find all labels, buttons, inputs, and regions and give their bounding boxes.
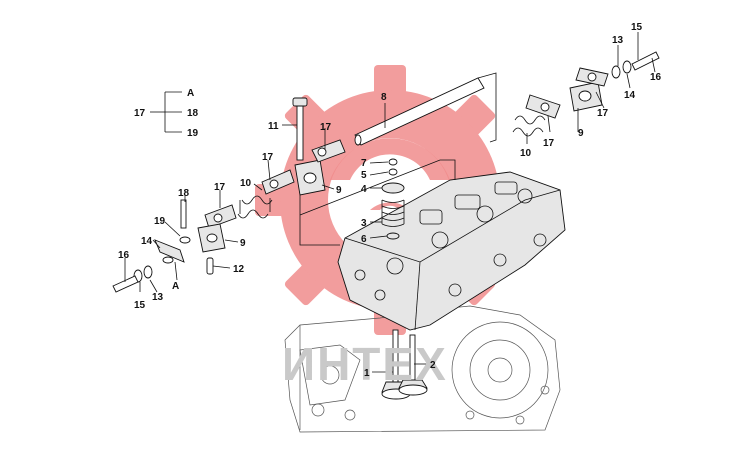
callout-6: 6 bbox=[361, 234, 367, 245]
legend-bracket: 17 A 18 19 bbox=[134, 88, 199, 139]
valve-spring-stack bbox=[381, 158, 405, 240]
legend-item-18: 18 bbox=[187, 108, 199, 119]
center-rocker-assembly bbox=[237, 97, 346, 219]
callout-10-right: 10 bbox=[520, 148, 532, 159]
callout-17-center-upper: 17 bbox=[320, 122, 332, 133]
leader-lines bbox=[124, 32, 656, 373]
callout-17-right-upper: 17 bbox=[597, 108, 609, 119]
callout-19: 19 bbox=[154, 216, 166, 227]
callout-16-left: 16 bbox=[118, 250, 130, 261]
callout-10-left: 10 bbox=[240, 178, 252, 189]
callout-14-left: 14 bbox=[141, 236, 153, 247]
callout-17-right-lower: 17 bbox=[543, 138, 555, 149]
callout-7: 7 bbox=[361, 158, 367, 169]
callout-15-left: 15 bbox=[134, 300, 146, 311]
assembly-guide-lines bbox=[299, 72, 497, 246]
callout-8: 8 bbox=[381, 92, 387, 103]
callout-11: 11 bbox=[268, 121, 279, 132]
callout-2: 2 bbox=[430, 360, 436, 371]
legend-root-label: 17 bbox=[134, 108, 146, 119]
legend-item-a: A bbox=[187, 88, 194, 99]
callout-9-right: 9 bbox=[578, 128, 584, 139]
engine-block-outline bbox=[284, 305, 561, 433]
callout-3: 3 bbox=[361, 218, 367, 229]
legend-item-19: 19 bbox=[187, 128, 199, 139]
exhaust-valve bbox=[398, 334, 428, 396]
callout-9-left: 9 bbox=[240, 238, 246, 249]
left-rocker-assembly bbox=[112, 199, 237, 293]
callout-16-right: 16 bbox=[650, 72, 662, 83]
callout-15-right: 15 bbox=[631, 22, 643, 33]
callout-12: 12 bbox=[233, 264, 245, 275]
callout-18: 18 bbox=[178, 188, 190, 199]
callout-1: 1 bbox=[364, 368, 370, 379]
callout-13-right: 13 bbox=[612, 35, 624, 46]
rocker-shaft bbox=[354, 77, 485, 146]
callout-14-right: 14 bbox=[624, 90, 636, 101]
callout-a: A bbox=[172, 281, 179, 292]
callout-9-center: 9 bbox=[336, 185, 342, 196]
callout-4: 4 bbox=[361, 184, 367, 195]
callout-17-left: 17 bbox=[214, 182, 226, 193]
right-rocker-assembly bbox=[512, 51, 660, 137]
cylinder-head bbox=[337, 171, 566, 331]
watermark-text: ИНТЕХ bbox=[282, 338, 448, 390]
callout-17-center-lower: 17 bbox=[262, 152, 274, 163]
callout-5: 5 bbox=[361, 170, 367, 181]
callout-labels: 1 2 3 4 5 6 7 8 9 9 9 10 10 11 12 13 13 … bbox=[118, 22, 662, 379]
callout-13-left: 13 bbox=[152, 292, 164, 303]
